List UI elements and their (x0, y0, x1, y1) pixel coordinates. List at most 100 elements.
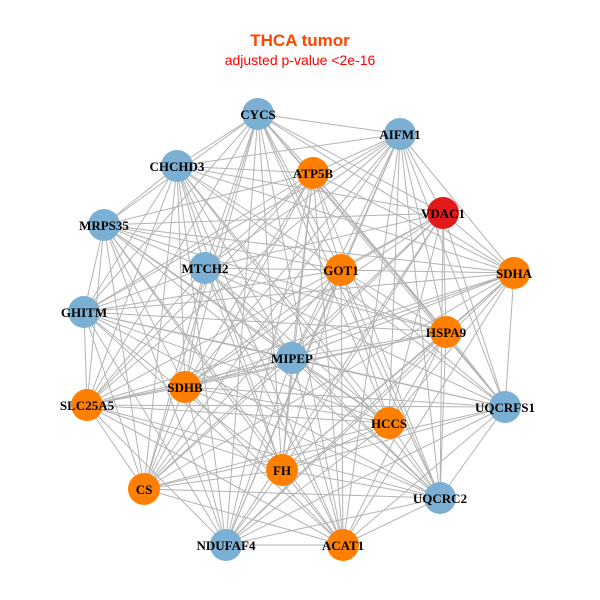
edge (225, 422, 390, 546)
edge (340, 269, 390, 424)
edge (340, 269, 441, 499)
edge (176, 165, 342, 271)
node-circle (498, 257, 530, 289)
edge (291, 331, 447, 359)
edge (257, 113, 444, 214)
node-slc25a5[interactable]: SLC25A5 (60, 389, 115, 421)
edge (143, 165, 178, 490)
edge (86, 404, 390, 424)
node-aifm1[interactable]: AIFM1 (379, 118, 421, 150)
edge (86, 404, 344, 546)
node-circle (210, 529, 242, 561)
edge (257, 113, 401, 135)
edge (83, 272, 515, 313)
node-got1[interactable]: GOT1 (323, 254, 359, 286)
edge (340, 269, 515, 274)
edge (204, 172, 314, 269)
node-label: ATP5B (293, 166, 334, 181)
edge (291, 357, 441, 499)
node-uqcrc2[interactable]: UQCRC2 (413, 482, 467, 514)
edge (291, 272, 515, 359)
edge (439, 212, 444, 499)
node-vdac1[interactable]: VDAC1 (421, 197, 465, 229)
edge (257, 113, 506, 408)
node-label: CHCHD3 (150, 159, 205, 174)
node-uqcrfs1[interactable]: UQCRFS1 (475, 391, 535, 423)
edge (291, 357, 344, 546)
node-sdha[interactable]: SDHA (496, 257, 533, 289)
edge (86, 386, 186, 406)
edge (103, 224, 145, 490)
node-label: ACAT1 (322, 538, 364, 553)
edge (388, 331, 447, 424)
node-circle (189, 252, 221, 284)
edge (291, 357, 390, 424)
node-circle (276, 342, 308, 374)
chart-title: THCA tumor (250, 31, 350, 50)
edge (281, 469, 344, 546)
node-circle (242, 98, 274, 130)
edge (399, 133, 515, 274)
edge (103, 224, 447, 333)
node-label: SLC25A5 (60, 398, 115, 413)
node-circle (424, 482, 456, 514)
edge (204, 267, 342, 271)
node-ghitm[interactable]: GHITM (61, 296, 107, 328)
node-hspa9[interactable]: HSPA9 (426, 316, 467, 348)
node-atp5b[interactable]: ATP5B (293, 157, 334, 189)
node-sdhb[interactable]: SDHB (167, 371, 203, 403)
edge (143, 488, 441, 499)
node-label: UQCRC2 (413, 491, 467, 506)
node-ndufaf4[interactable]: NDUFAF4 (197, 529, 256, 561)
node-circle (325, 254, 357, 286)
edge (143, 272, 515, 490)
edge (176, 165, 344, 546)
edge (291, 269, 342, 359)
node-label: MIPEP (271, 351, 313, 366)
node-mrps35[interactable]: MRPS35 (79, 209, 129, 241)
node-acat1[interactable]: ACAT1 (322, 529, 364, 561)
edge (399, 133, 441, 499)
edge (342, 272, 515, 546)
edge (184, 357, 293, 388)
edge (204, 267, 447, 333)
node-label: GOT1 (323, 263, 358, 278)
node-fh[interactable]: FH (266, 454, 298, 486)
edge (86, 404, 227, 546)
edge (83, 269, 342, 313)
node-mipep[interactable]: MIPEP (271, 342, 313, 374)
node-circle (128, 473, 160, 505)
edge (281, 172, 314, 471)
edge (86, 404, 283, 471)
node-cs[interactable]: CS (128, 473, 160, 505)
edge (86, 172, 314, 406)
edge (388, 133, 401, 424)
node-circle (161, 150, 193, 182)
node-cycs[interactable]: CYCS (240, 98, 276, 130)
edge (83, 113, 259, 313)
node-hccs[interactable]: HCCS (371, 407, 407, 439)
edge (281, 406, 506, 471)
edge (86, 331, 447, 406)
edge (86, 404, 145, 490)
node-label: MRPS35 (79, 218, 129, 233)
node-label: AIFM1 (379, 127, 420, 142)
edge (143, 133, 401, 490)
edge (257, 113, 342, 271)
edge (143, 488, 344, 546)
node-circle (68, 296, 100, 328)
node-chchd3[interactable]: CHCHD3 (150, 150, 205, 182)
node-mtch2[interactable]: MTCH2 (182, 252, 229, 284)
edge (281, 422, 390, 471)
node-label: GHITM (61, 305, 107, 320)
edge (176, 165, 206, 269)
edge (204, 267, 441, 499)
edge (340, 269, 344, 546)
node-label: NDUFAF4 (197, 538, 256, 553)
edge (86, 404, 506, 408)
edge (86, 133, 401, 406)
edge (225, 331, 447, 546)
node-label: HSPA9 (426, 325, 467, 340)
node-circle (266, 454, 298, 486)
